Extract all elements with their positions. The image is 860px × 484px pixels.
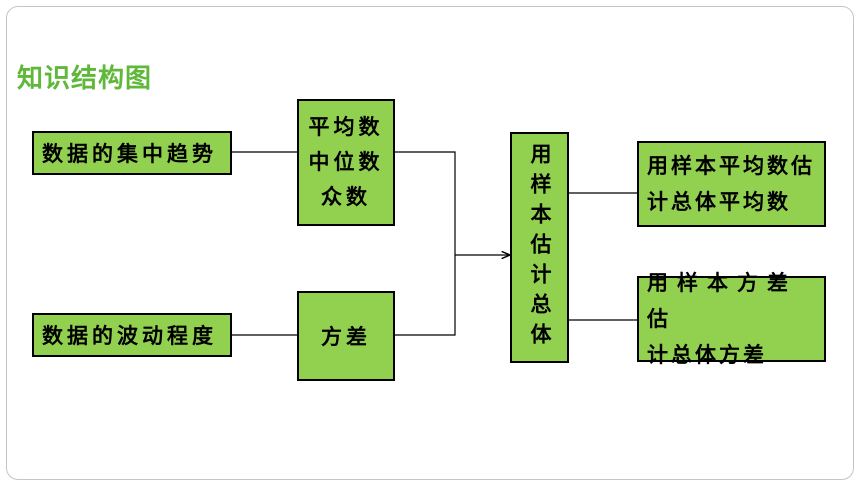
box-estimate: 用样本估计总体 — [510, 132, 569, 363]
page-title: 知识结构图 — [17, 64, 153, 94]
box-fluctuation: 数据的波动程度 — [32, 313, 232, 357]
result-variance-line2: 计总体方差 — [647, 343, 767, 367]
box-result-variance: 用样本方差估 计总体方差 — [637, 271, 826, 367]
box-variance: 方差 — [297, 291, 395, 381]
measure-mean: 平均数 — [308, 115, 384, 139]
box-measures: 平均数 中位数 众数 — [297, 99, 395, 226]
measure-median: 中位数 — [308, 150, 384, 174]
result-variance-line1: 用样本方差估 — [647, 271, 797, 331]
line-measures-to-merge — [395, 151, 456, 336]
box-result-mean: 用样本平均数估 计总体平均数 — [637, 141, 826, 227]
measure-mode: 众数 — [321, 185, 371, 209]
box-central-tendency: 数据的集中趋势 — [32, 131, 232, 175]
result-mean-line2: 计总体平均数 — [647, 190, 791, 214]
slide-frame — [6, 6, 854, 480]
result-mean-line1: 用样本平均数估 — [647, 154, 815, 178]
